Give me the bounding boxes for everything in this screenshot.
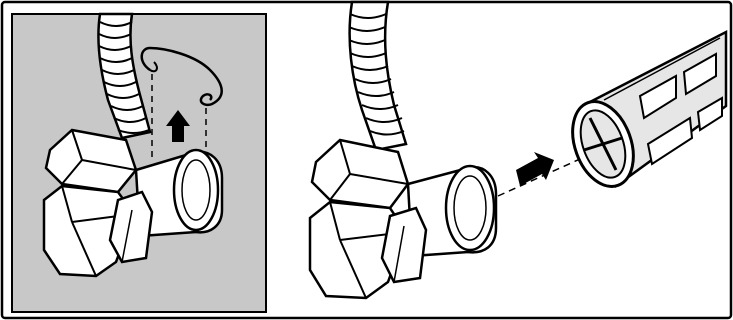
inset-panel <box>12 14 266 312</box>
